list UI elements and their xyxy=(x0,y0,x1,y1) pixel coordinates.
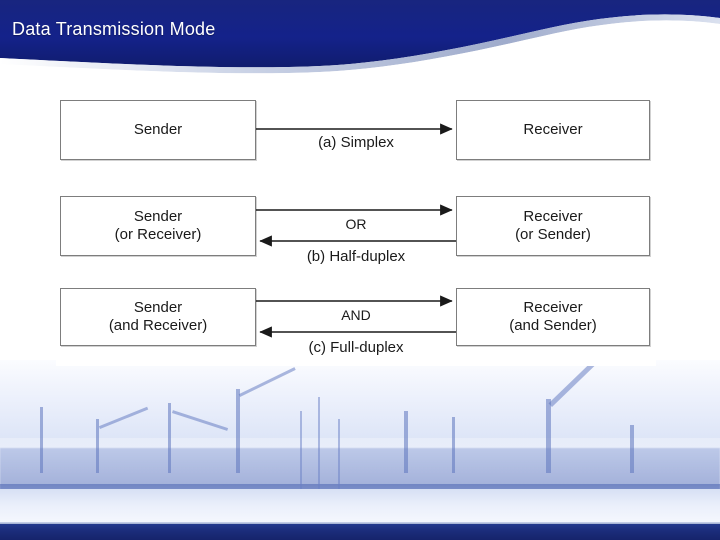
node-line: Sender xyxy=(133,120,183,138)
header-banner: Data Transmission Mode xyxy=(0,0,720,92)
node-line: (or Sender) xyxy=(515,226,591,243)
mast-icon xyxy=(300,411,302,489)
node-receiver-full-duplex[interactable]: Receiver (and Sender) xyxy=(456,288,650,346)
node-receiver-half-duplex[interactable]: Receiver (or Sender) xyxy=(456,196,650,256)
page-title: Data Transmission Mode xyxy=(12,19,216,39)
node-line: Sender xyxy=(133,207,183,225)
mast-icon xyxy=(338,419,340,489)
crane-icon xyxy=(96,419,99,473)
caption-simplex: (a) Simplex xyxy=(318,134,394,151)
crane-icon xyxy=(40,407,43,473)
crane-icon xyxy=(236,389,240,473)
watermark-skyline-band xyxy=(0,448,720,490)
operator-full-duplex: AND xyxy=(341,307,371,323)
caption-full-duplex: (c) Full-duplex xyxy=(308,339,404,356)
bottom-bar xyxy=(0,524,720,540)
content-card: Sender Receiver (a) Simplex Sender (or R… xyxy=(56,96,656,366)
watermark-sky xyxy=(0,360,720,438)
transmission-mode-diagram: Sender Receiver (a) Simplex Sender (or R… xyxy=(56,96,656,366)
mast-icon xyxy=(318,397,320,489)
crane-icon xyxy=(452,417,455,473)
node-line: Receiver xyxy=(523,120,583,138)
crane-icon xyxy=(630,425,634,473)
node-receiver-simplex[interactable]: Receiver xyxy=(456,100,650,160)
node-line: (and Receiver) xyxy=(108,317,208,334)
node-sender-full-duplex[interactable]: Sender (and Receiver) xyxy=(60,288,256,346)
shipyard-harbor-watermark xyxy=(0,360,720,525)
node-line: Receiver xyxy=(523,298,583,316)
node-line: Receiver xyxy=(523,207,583,225)
watermark-water xyxy=(0,489,720,525)
node-line: (and Sender) xyxy=(509,317,597,334)
diagram-arrows xyxy=(256,123,456,338)
caption-half-duplex: (b) Half-duplex xyxy=(306,248,406,265)
node-sender-half-duplex[interactable]: Sender (or Receiver) xyxy=(60,196,256,256)
node-line: Sender xyxy=(133,298,183,316)
node-line: (or Receiver) xyxy=(114,226,202,243)
header-wave-shape xyxy=(0,0,720,80)
bottom-bar-highlight xyxy=(0,522,720,524)
crane-icon xyxy=(168,403,171,473)
crane-icon xyxy=(404,411,408,473)
node-sender-simplex[interactable]: Sender xyxy=(60,100,256,160)
crane-icon xyxy=(546,399,551,473)
operator-half-duplex: OR xyxy=(345,216,367,232)
